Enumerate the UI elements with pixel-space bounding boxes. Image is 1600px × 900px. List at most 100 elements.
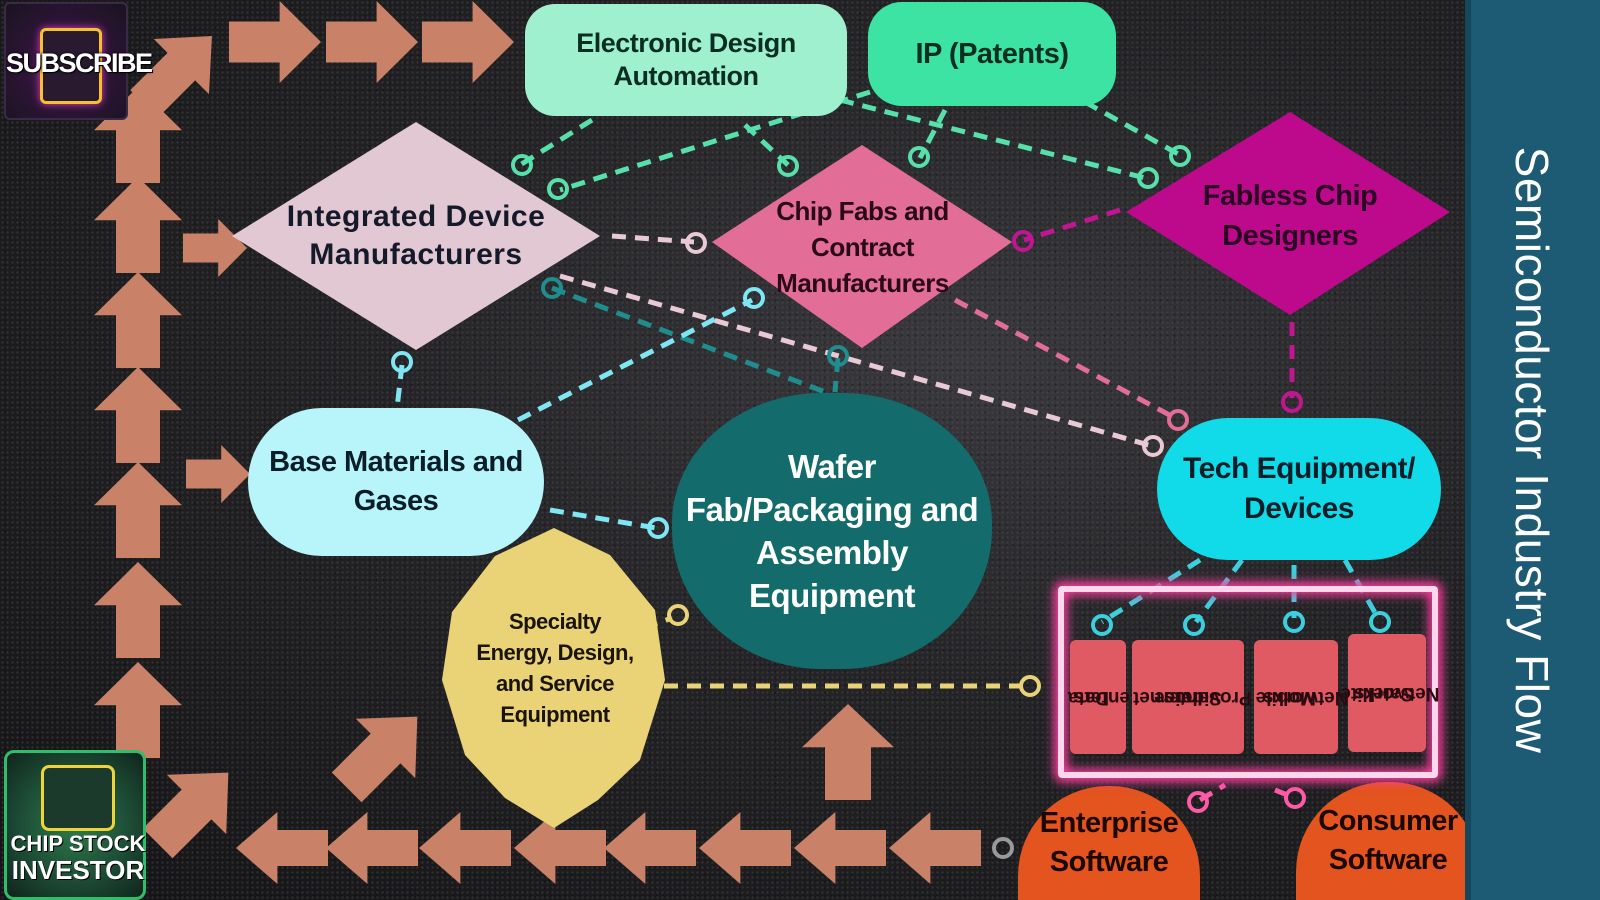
connector-idm-fabs — [611, 233, 695, 245]
consumer-label: Consumer Software — [1318, 805, 1458, 876]
end-market-label: Providers — [1164, 687, 1252, 708]
idm-label: Integrated Device Manufacturers — [286, 200, 546, 271]
idm-node[interactable]: Integrated Device Manufacturers — [285, 172, 547, 300]
tech-equipment-label: Tech Equipment/ Devices — [1183, 452, 1415, 525]
flow-arrow — [802, 704, 894, 800]
flow-arrow — [236, 812, 328, 884]
flow-arrow — [422, 1, 514, 83]
connector-base-fabs — [516, 297, 754, 423]
fabs-label: Chip Fabs and Contract Manufacturers — [776, 196, 949, 298]
specialty-node[interactable]: Specialty Energy, Design, and Service Eq… — [472, 588, 638, 748]
base-materials-label: Base Materials and Gases — [269, 446, 523, 517]
eda-label: Electronic Design Automation — [576, 28, 796, 91]
connector-endpoint — [667, 604, 689, 626]
end-market-label: Networks — [1354, 683, 1440, 704]
fabless-node[interactable]: Fabless Chip Designers — [1185, 170, 1395, 262]
connector-endpoint — [511, 154, 533, 176]
subscribe-logo[interactable]: SUBSCRIBE — [4, 2, 153, 120]
connector-endpoint — [1369, 611, 1391, 633]
flow-arrow — [186, 445, 250, 503]
fabless-shape — [1126, 112, 1450, 315]
connector-idm-tech — [559, 273, 1153, 449]
wafer-fab-node[interactable]: Wafer Fab/Packaging and Assembly Equipme… — [672, 393, 992, 669]
flow-arrow — [94, 367, 182, 463]
brand-line2: INVESTOR — [11, 855, 145, 885]
flow-arrow — [699, 812, 791, 884]
flow-arrow — [94, 177, 182, 273]
connector-eda-fabless — [839, 97, 1146, 181]
flow-arrow — [130, 36, 212, 118]
idm-shape — [232, 122, 600, 350]
connector-endpoint — [827, 345, 849, 367]
flow-arrow — [419, 812, 511, 884]
connector-endpoint — [992, 837, 1014, 859]
specialty-label: Specialty Energy, Design, and Service Eq… — [476, 609, 634, 727]
connector-ip-fabless — [1083, 99, 1182, 158]
flow-arrow — [794, 812, 886, 884]
chip-graphic — [41, 765, 115, 831]
flow-arrow — [94, 662, 182, 758]
connector-endpoint — [391, 351, 413, 373]
connector-endpoint — [1012, 230, 1034, 252]
connector-base-wafer — [549, 507, 657, 531]
connector-ip-fabs — [917, 108, 948, 160]
connector-endpoint — [743, 287, 765, 309]
fabs-node[interactable]: Chip Fabs and Contract Manufacturers — [760, 188, 965, 306]
flow-arrow — [326, 1, 418, 83]
flow-arrow — [331, 716, 418, 803]
chip-stock-investor-logo[interactable]: CHIP STOCK INVESTOR — [4, 750, 146, 900]
connector-endpoint — [1183, 614, 1205, 636]
connector-endpoint — [1167, 409, 1189, 431]
connector-idm-wafer — [551, 285, 826, 395]
connector-endpoint — [1137, 167, 1159, 189]
flow-arrow — [142, 772, 229, 859]
fabs-shape — [712, 145, 1012, 348]
eda-node[interactable]: Electronic Design Automation — [525, 4, 847, 116]
flow-arrow — [183, 219, 247, 277]
flow-arrow — [94, 272, 182, 368]
brand-line1: CHIP STOCK — [10, 831, 146, 856]
connector-endpoint — [1281, 391, 1303, 413]
connector-tech-isp — [1193, 558, 1245, 624]
connector-eda-idm — [518, 117, 594, 168]
title-sidebar — [1465, 0, 1600, 900]
subscribe-label: SUBSCRIBE — [6, 48, 153, 78]
flow-arrow — [94, 562, 182, 658]
connector-endpoint — [541, 277, 563, 299]
end-markets-frame — [1058, 586, 1438, 778]
consumer-node[interactable]: Consumer Software — [1296, 782, 1480, 900]
tech-equipment-node[interactable]: Tech Equipment/ Devices — [1157, 418, 1441, 560]
fabless-label: Fabless Chip Designers — [1202, 180, 1378, 252]
connector-endpoint — [1142, 435, 1164, 457]
connector-endpoint — [1284, 787, 1306, 809]
wafer-fab-label: Wafer Fab/Packaging and Assembly Equipme… — [685, 448, 979, 614]
connector-endpoint — [1091, 614, 1113, 636]
specialty-shape — [442, 528, 665, 828]
connector-endpoint — [908, 146, 930, 168]
page-title: Semiconductor Industry Flow — [1506, 146, 1558, 754]
ip-label: IP (Patents) — [915, 37, 1069, 70]
connector-endpoint — [1187, 791, 1209, 813]
flow-arrow — [94, 462, 182, 558]
connector-endpoint — [1169, 145, 1191, 167]
connector-endpoint — [647, 517, 669, 539]
enterprise-label: Enterprise Software — [1039, 807, 1179, 878]
flow-arrow — [604, 812, 696, 884]
connector-endpoint — [1019, 675, 1041, 697]
flow-arrow — [229, 1, 321, 83]
connector-endpoint — [1283, 611, 1305, 633]
flow-arrow — [514, 812, 606, 884]
flow-arrow — [326, 812, 418, 884]
ip-node[interactable]: IP (Patents) — [868, 2, 1116, 106]
connector-fabless-fabs — [1023, 207, 1121, 243]
base-materials-node[interactable]: Base Materials and Gases — [248, 408, 544, 556]
enterprise-node[interactable]: Enterprise Software — [1018, 786, 1200, 900]
chip-graphic — [40, 28, 102, 104]
connector-fabs-tech — [953, 297, 1177, 421]
